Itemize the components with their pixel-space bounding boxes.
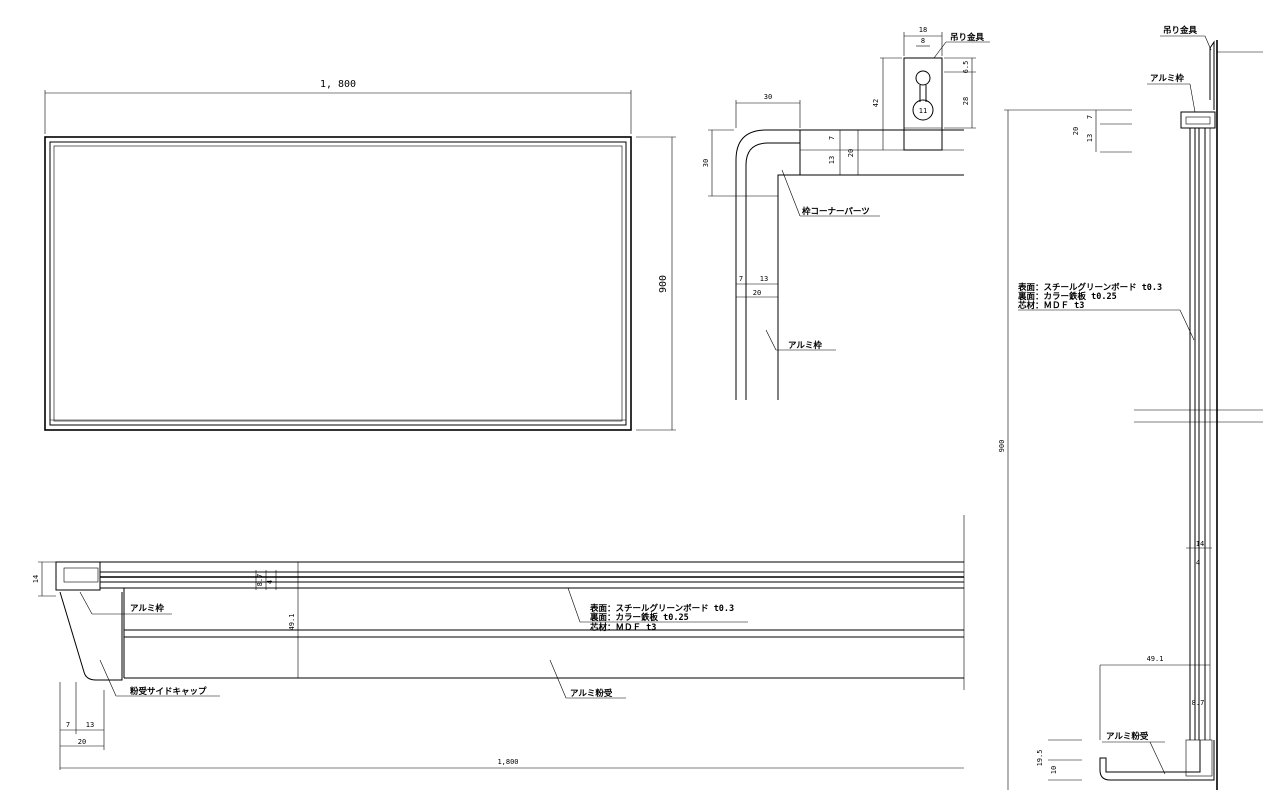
top-frame-inner <box>1185 116 1211 125</box>
dim-900: 900 <box>998 440 1006 453</box>
dim-20: 20 <box>1072 127 1080 135</box>
dim-10: 10 <box>1050 766 1058 774</box>
board-writing-surface <box>53 145 623 422</box>
dim-11: 11 <box>919 107 927 115</box>
leader-line <box>79 591 93 615</box>
dim-7: 7 <box>66 721 70 729</box>
dim-19-5: 19.5 <box>1036 750 1044 767</box>
top-frame-cap <box>1180 111 1216 129</box>
dim-1800: 1,800 <box>497 758 518 766</box>
dim-28: 28 <box>962 97 970 105</box>
height-dimension: 900 <box>658 275 669 293</box>
leader-line <box>1189 83 1196 113</box>
spec-line-1: 表面：スチールグリーンボード t0.3 <box>1017 282 1162 293</box>
corner-detail: 30 30 7 13 20 7 13 20 枠コーナーパーツ アルミ枠 <box>702 93 964 400</box>
hanger-slot-top <box>915 70 931 86</box>
dim-7: 7 <box>1086 115 1094 119</box>
dim-7-horizontal: 7 <box>739 275 743 283</box>
label-hanger: 吊り金具 <box>950 32 985 43</box>
dim-42: 42 <box>872 99 880 107</box>
bottom-section: 14 8.7 4 49.1 アルミ枠 粉受サイドキャップ アルミ粉受 表面：スチ… <box>32 515 965 770</box>
hanger-plate <box>903 57 943 151</box>
dim-13: 13 <box>828 156 836 164</box>
leader-line <box>1149 741 1166 775</box>
frame-end-cap <box>55 561 101 591</box>
leader-line <box>1204 35 1212 51</box>
leader-line <box>549 659 567 699</box>
frame-middle-edge <box>745 142 769 400</box>
dim-49-1: 49.1 <box>288 614 296 631</box>
hanger-hole <box>912 99 934 121</box>
label-corner-parts: 枠コーナーパーツ <box>802 206 870 217</box>
dim-4: 4 <box>1196 559 1200 567</box>
leader-line <box>567 587 581 623</box>
hanger-bracket <box>1209 40 1215 110</box>
dim-8-7: 8.7 <box>1192 699 1205 707</box>
side-cap-profile <box>59 591 123 681</box>
dim-14: 14 <box>1196 540 1204 548</box>
dim-30-top: 30 <box>764 93 772 101</box>
chalk-tray-profile <box>1099 740 1215 781</box>
leader-line <box>781 169 801 217</box>
label-alu-frame: アルミ枠 <box>788 340 822 351</box>
dim-4: 4 <box>266 580 274 584</box>
label-alu-tray: アルミ粉受 <box>1106 731 1149 742</box>
frame-end-inner <box>63 567 99 583</box>
dim-8-7: 8.7 <box>256 574 264 587</box>
dim-49-1: 49.1 <box>1147 655 1164 663</box>
leader-line <box>765 329 777 351</box>
dim-20-horizontal: 20 <box>753 289 761 297</box>
width-dimension: 1, 800 <box>320 79 356 90</box>
spec-line-2: 裏面：カラー鉄板 t0.25 <box>1017 291 1117 302</box>
leader-line <box>99 659 117 697</box>
dim-20: 20 <box>78 738 86 746</box>
dim-13-horizontal: 13 <box>760 275 768 283</box>
tray-clip <box>1185 739 1213 777</box>
spec-line-1: 表面：スチールグリーンボード t0.3 <box>589 603 734 614</box>
dim-7: 7 <box>828 136 836 140</box>
board-inner-outline <box>49 141 627 426</box>
dim-6-5: 6.5 <box>962 61 970 74</box>
dim-18: 18 <box>919 26 927 34</box>
dim-14: 14 <box>32 575 40 583</box>
dim-20: 20 <box>847 149 855 157</box>
dim-8: 8 <box>921 37 925 45</box>
board-outline <box>44 136 632 431</box>
leader-line <box>933 41 947 59</box>
label-side-cap: 粉受サイドキャップ <box>130 686 207 697</box>
frame-outer-edge <box>735 129 964 400</box>
dim-30-left: 30 <box>702 159 710 167</box>
label-alu-frame: アルミ枠 <box>1150 73 1184 84</box>
label-alu-frame: アルミ枠 <box>130 603 164 614</box>
leader-line <box>1179 309 1195 341</box>
side-section: 20 7 13 900 吊り金具 アルミ枠 表面：スチールグリーンボード t0.… <box>998 25 1263 790</box>
hanger-detail: 11 18 8 42 6.5 28 吊り金具 <box>872 26 990 151</box>
spec-line-2: 裏面：カラー鉄板 t0.25 <box>589 612 689 623</box>
label-alu-tray: アルミ粉受 <box>570 688 613 699</box>
spec-line-3: 芯材：ＭＤＦ t3 <box>590 622 656 633</box>
dim-13: 13 <box>86 721 94 729</box>
frame-inner-edge <box>777 174 964 400</box>
front-view: 1, 800 900 <box>44 79 676 431</box>
spec-line-3: 芯材：ＭＤＦ t3 <box>1018 300 1084 311</box>
dim-13: 13 <box>1086 134 1094 142</box>
label-hanger: 吊り金具 <box>1163 25 1198 36</box>
